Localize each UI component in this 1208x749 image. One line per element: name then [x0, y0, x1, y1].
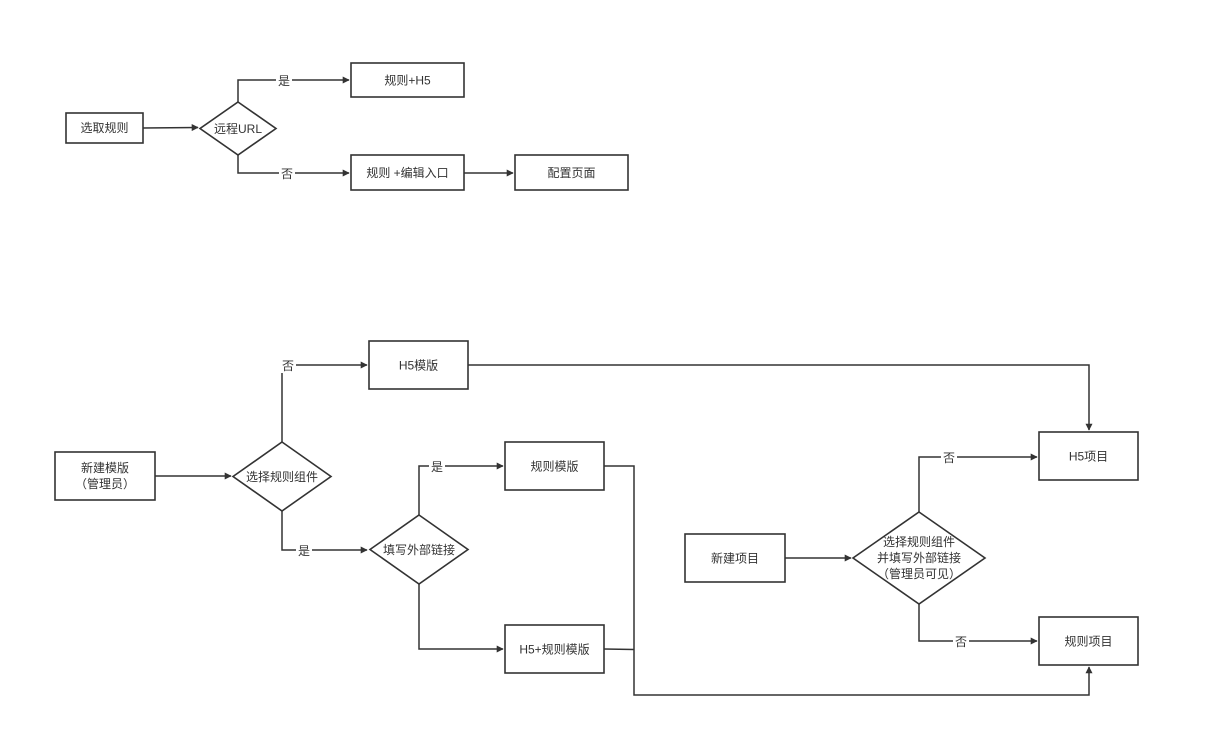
decision-choose-component-and-link: 选择规则组件 并填写外部链接 （管理员可见） — [851, 511, 987, 605]
node-config-page: 配置页面 — [514, 154, 629, 191]
decision-remote-url: 远程URL — [198, 101, 278, 156]
decision-choose-rule-component-label: 选择规则组件 — [246, 469, 318, 484]
node-rule-edit-entry-label: 规则 +编辑入口 — [366, 165, 448, 180]
edge-project-no-h5 — [918, 453, 1038, 512]
node-new-project: 新建项目 — [684, 533, 786, 583]
edge-choose-yes — [281, 511, 368, 554]
node-rule-project-label: 规则项目 — [1064, 634, 1112, 649]
node-new-template: 新建模版 （管理员） — [54, 451, 156, 501]
node-config-page-label: 配置页面 — [547, 166, 595, 180]
diagram-rule-selection: 是 否 选取规则 远程URL 规则+H5 规则 +编辑入口 配置页面 — [65, 62, 629, 191]
edge-fill-no — [418, 584, 504, 653]
edge-h5template-to-h5project — [468, 364, 1093, 431]
decision-choose-component-line3: （管理员可见） — [877, 566, 961, 581]
node-select-rule: 选取规则 — [65, 112, 144, 144]
node-h5-template-label: H5模版 — [399, 359, 438, 373]
edge-label-no-ruleproject: 否 — [955, 635, 967, 649]
node-h5-rule-template-label: H5+规则模版 — [519, 642, 589, 657]
node-h5-project-label: H5项目 — [1069, 450, 1108, 464]
edge-project-no-rule — [918, 604, 1038, 645]
edge-label-no-h5template: 否 — [282, 359, 294, 373]
node-new-project-label: 新建项目 — [711, 551, 759, 566]
edge-ruletemplate-to-ruleproject — [604, 465, 1093, 696]
node-h5-project: H5项目 — [1038, 431, 1139, 481]
edge-label-no-h5project: 否 — [943, 451, 955, 465]
decision-remote-url-label: 远程URL — [214, 121, 262, 136]
node-rule-template: 规则模版 — [504, 441, 605, 491]
node-new-template-line1: 新建模版 — [81, 460, 129, 475]
decision-fill-external-link: 填写外部链接 — [368, 514, 470, 585]
decision-choose-component-line1: 选择规则组件 — [883, 534, 955, 549]
node-rule-template-label: 规则模版 — [530, 459, 578, 474]
edge-label-yes: 是 — [278, 74, 290, 88]
edge-label-yes-ruletemplate: 是 — [431, 460, 443, 474]
node-rule-project: 规则项目 — [1038, 616, 1139, 666]
edge-remote-yes — [237, 76, 350, 102]
edge-choose-no — [281, 361, 368, 442]
diagram-template-project: 否 是 是 否 否 新建模版 （管理员） 选择规则组件 H5模版 填写外部链接 … — [54, 340, 1139, 696]
decision-fill-external-link-label: 填写外部链接 — [383, 542, 455, 557]
edge-remote-no — [237, 155, 350, 177]
node-h5-template: H5模版 — [368, 340, 469, 390]
node-h5-rule-template: H5+规则模版 — [504, 624, 605, 674]
edge-h5ruletemplate-merge — [603, 648, 635, 651]
edge-select-to-remote — [142, 124, 199, 132]
node-select-rule-label: 选取规则 — [80, 120, 128, 135]
edge-label-yes-fill: 是 — [298, 544, 310, 558]
node-rule-edit-entry: 规则 +编辑入口 — [350, 154, 465, 191]
node-rule-h5: 规则+H5 — [350, 62, 465, 98]
edge-fill-yes — [418, 462, 504, 515]
decision-choose-rule-component: 选择规则组件 — [231, 441, 333, 512]
node-new-template-line2: （管理员） — [75, 476, 135, 491]
node-rule-h5-label: 规则+H5 — [384, 73, 431, 88]
edge-label-no: 否 — [281, 167, 293, 181]
decision-choose-component-line2: 并填写外部链接 — [877, 550, 961, 565]
